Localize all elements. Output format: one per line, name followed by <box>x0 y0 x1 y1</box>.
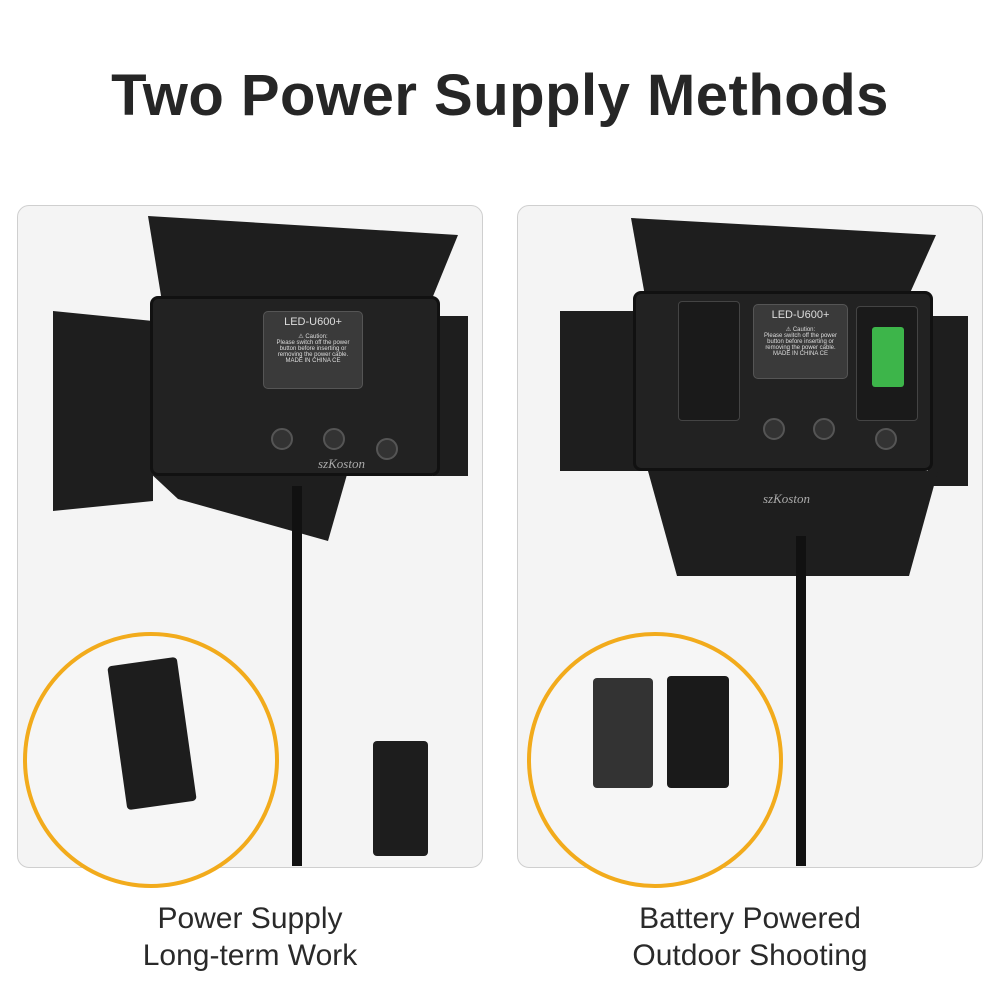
battery-right <box>856 306 918 421</box>
caption-line: Outdoor Shooting <box>632 939 868 972</box>
dial-knob <box>323 428 345 450</box>
dc-port <box>875 428 897 450</box>
dc-port <box>376 438 398 460</box>
product-label: LED-U600+ ⚠ Caution: Please switch off t… <box>263 311 363 389</box>
dial-knob <box>763 418 785 440</box>
stand-pole <box>292 486 302 866</box>
battery-icon <box>593 678 653 788</box>
model-name: LED-U600+ <box>284 316 342 328</box>
caution-text: Please switch off the power button befor… <box>276 340 350 358</box>
page-title: Two Power Supply Methods <box>111 63 889 128</box>
dial-knob <box>813 418 835 440</box>
right-caption: Battery Powered Outdoor Shooting <box>500 900 1000 974</box>
caption-line: Power Supply <box>157 902 343 935</box>
battery-icon <box>667 676 729 788</box>
stand-pole <box>796 536 806 866</box>
battery-highlight-circle <box>527 632 783 888</box>
barn-door-left <box>53 311 153 511</box>
model-name: LED-U600+ <box>771 309 830 321</box>
charging-icon <box>872 327 904 387</box>
caption-line: Battery Powered <box>639 902 861 935</box>
power-adapter <box>373 741 428 856</box>
left-caption: Power Supply Long-term Work <box>0 900 500 974</box>
caution-text: Please switch off the power button befor… <box>764 333 837 351</box>
made-in: MADE IN CHINA CE <box>285 358 341 364</box>
adapter-highlight-circle <box>23 632 279 888</box>
caution-title: ⚠ Caution: <box>785 327 816 333</box>
caption-line: Long-term Work <box>142 939 358 972</box>
made-in: MADE IN CHINA CE <box>772 351 828 357</box>
watermark: szKoston <box>763 491 810 506</box>
watermark: szKoston <box>318 456 365 471</box>
barn-door-bottom <box>648 471 938 576</box>
caution-title: ⚠ Caution: <box>298 334 328 340</box>
product-label: LED-U600+ ⚠ Caution: Please switch off t… <box>753 304 848 379</box>
barn-door-bottom <box>148 471 348 541</box>
barn-door-top <box>631 218 936 303</box>
barn-door-right <box>928 316 968 486</box>
battery-left <box>678 301 740 421</box>
dial-knob <box>271 428 293 450</box>
adapter-brick-icon <box>107 656 197 811</box>
